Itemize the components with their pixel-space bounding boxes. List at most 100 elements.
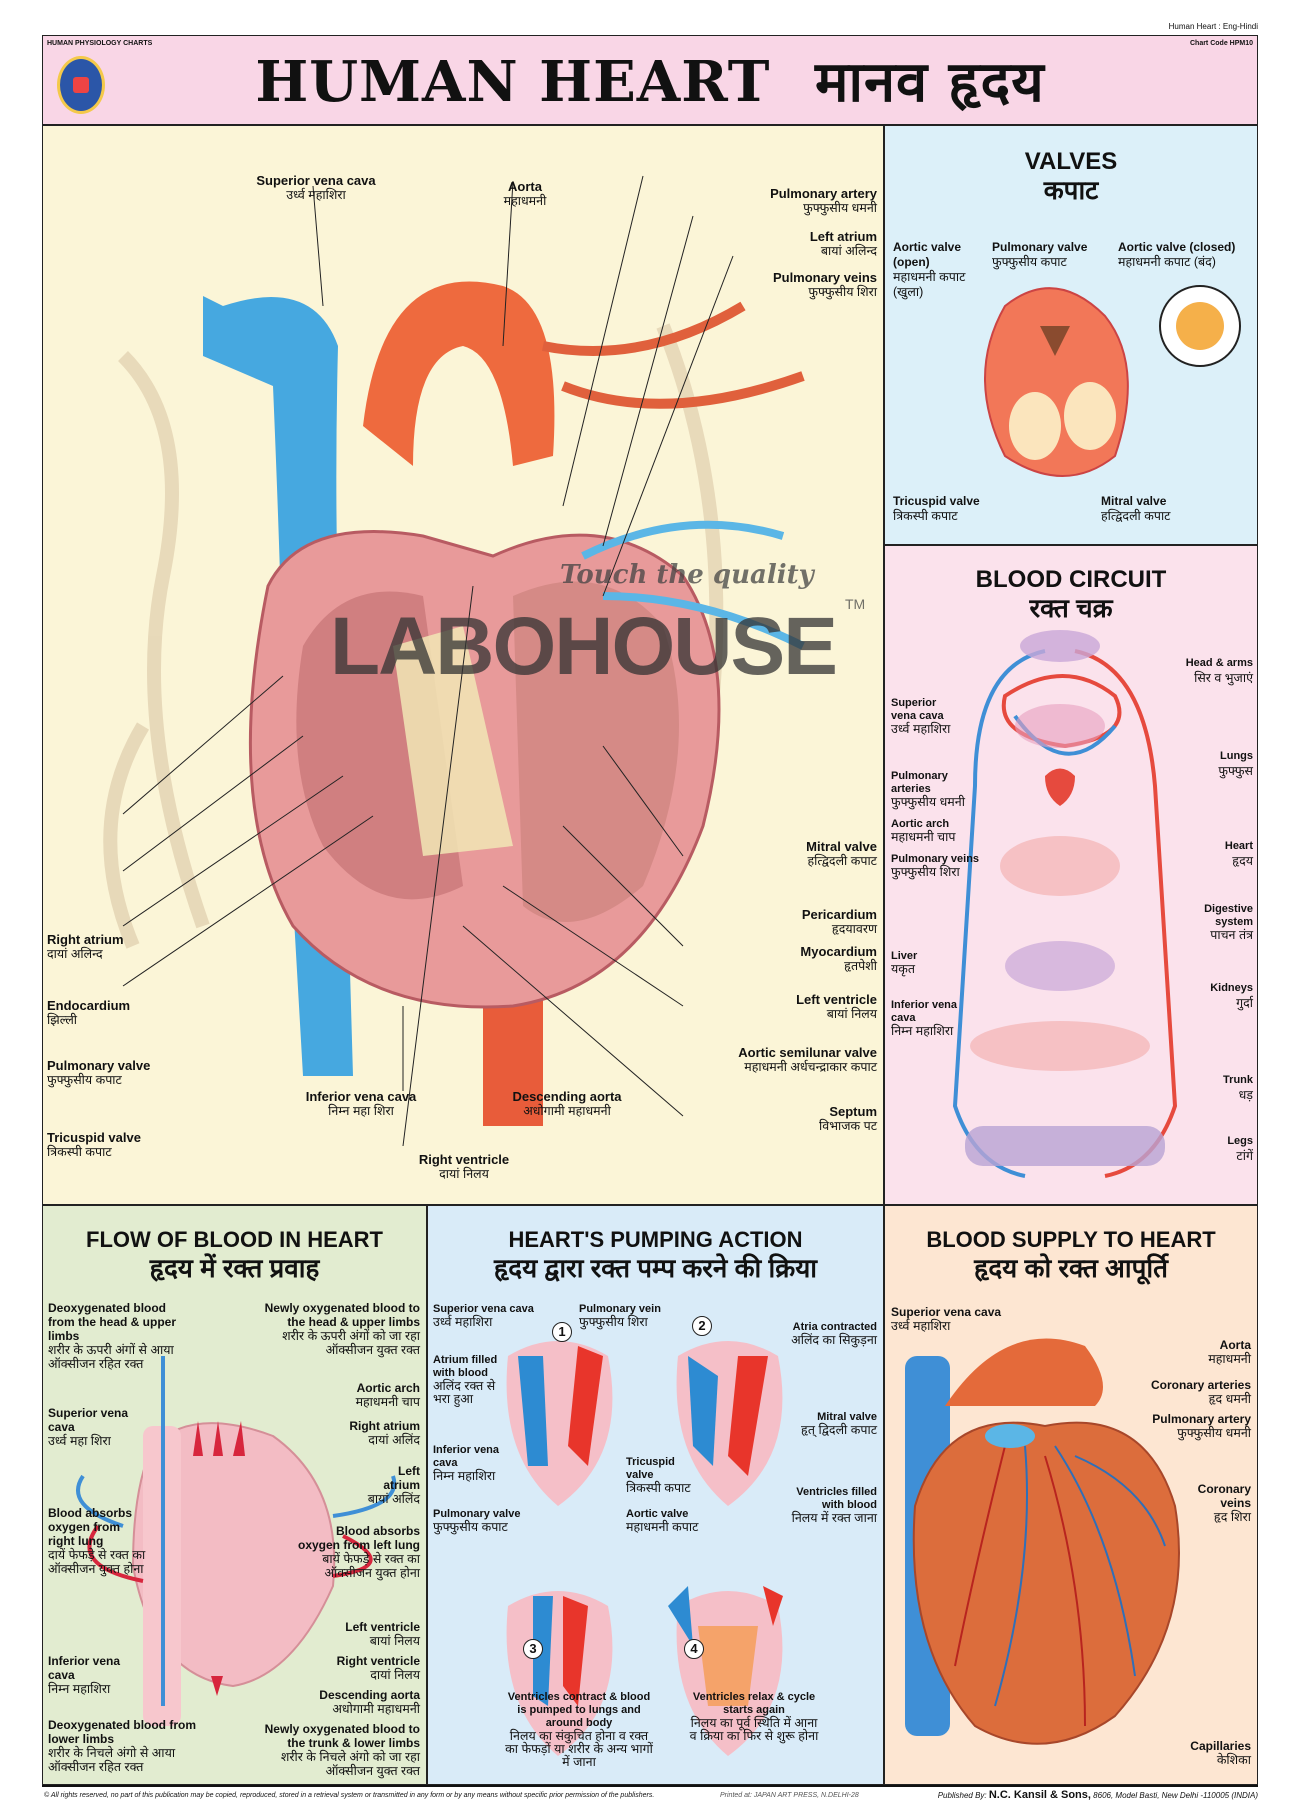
- supply-illustration: [905, 1338, 1180, 1745]
- label-english: Superior vena cava: [256, 173, 376, 188]
- label-english: Aorta: [1219, 1338, 1251, 1352]
- flow-illustration: [76, 1356, 397, 1726]
- label-hindi: दायें फेफड़े से रक्त का ऑक्सीजन युक्त हो…: [48, 1548, 146, 1576]
- label-english: Newly oxygenated blood to the head & upp…: [264, 1301, 420, 1329]
- watermark-brand: LABOHOUSE: [330, 601, 838, 692]
- label-hindi: रक्त चक्र: [1029, 593, 1113, 623]
- label-hindi: हत्द्विदली कपाट: [1101, 509, 1171, 523]
- label-english: Coronary veins: [1197, 1482, 1251, 1510]
- label-english: Pulmonary valve: [433, 1508, 521, 1520]
- label-hindi: महाधमनी कपाट (खुला): [893, 270, 966, 299]
- step-number: 3: [523, 1639, 543, 1659]
- publisher-info: Published By: N.C. Kansil & Sons, 8606, …: [937, 1789, 1258, 1801]
- label-hindi: फुफ्फुसीय धमनी: [891, 795, 965, 809]
- label-hindi: शरीर के निचले अंगो से आया ऑक्सीजन रहित र…: [48, 1746, 176, 1774]
- label-hindi: सिर व भुजाएं: [1194, 671, 1253, 685]
- label-english: Left atrium: [809, 229, 877, 244]
- label-hindi: हृदय द्वारा रक्त पम्प करने की क्रिया: [493, 1253, 818, 1283]
- label-english: Head & arms: [1185, 657, 1253, 669]
- label-hindi: फुफ्फुसीय शिरा: [891, 865, 960, 879]
- aorta-shape: [363, 281, 555, 466]
- label-hindi: निम्न महाशिरा: [48, 1682, 111, 1696]
- label-english: Left ventricle: [796, 992, 877, 1007]
- label-english: Inferior vena cava: [433, 1444, 500, 1469]
- label-hindi: दायां अलिंद: [368, 1433, 420, 1447]
- label-english: Inferior vena cava: [305, 1089, 417, 1104]
- label-english: Pulmonary vein: [579, 1303, 661, 1315]
- label-hindi: शरीर के ऊपरी अंगों से आया ऑक्सीजन रहित र…: [48, 1343, 174, 1371]
- label-english: Pulmonary artery: [1152, 1412, 1251, 1426]
- label-hindi: शरीर के ऊपरी अंगों को जा रहा ऑक्सीजन युक…: [282, 1329, 420, 1357]
- label-english: FLOW OF BLOOD IN HEART: [86, 1227, 383, 1252]
- label-hindi: हृद शिरा: [1213, 1510, 1251, 1524]
- label-english: VALVES: [1024, 148, 1118, 175]
- label-hindi: शरीर के निचले अंगो को जा रहा ऑक्सीजन युक…: [280, 1750, 420, 1778]
- watermark-tm: TM: [845, 596, 866, 612]
- valve-tendons-shape: [393, 626, 513, 856]
- left-chamber-shape: [513, 581, 679, 922]
- label-english: Mitral valve: [817, 1411, 877, 1423]
- label-english: Right ventricle: [418, 1152, 510, 1167]
- label-english: BLOOD CIRCUIT: [975, 566, 1167, 593]
- label-english: Kidneys: [1210, 982, 1253, 994]
- label-english: Pulmonary arteries: [891, 770, 948, 795]
- label-english: Right atrium: [47, 932, 124, 947]
- label-hindi: टांगें: [1236, 1149, 1253, 1163]
- label-english: HEART'S PUMPING ACTION: [508, 1227, 803, 1252]
- label-hindi: महाधमनी अर्धचन्द्राकार कपाट: [744, 1060, 877, 1074]
- label-hindi: फुफ्फुसीय कपाट: [992, 255, 1067, 269]
- label-english: Blood absorbs oxygen from right lung: [48, 1506, 133, 1548]
- label-english: Left ventricle: [345, 1620, 420, 1634]
- valves-illustration: [984, 285, 1241, 477]
- publisher-logo: [57, 56, 105, 114]
- label-hindi: बायां अलिन्द: [820, 244, 877, 258]
- label-english: Pulmonary veins: [891, 853, 980, 865]
- label-hindi: हृत् द्विदली कपाट: [801, 1423, 877, 1437]
- label-english: Coronary arteries: [1150, 1378, 1251, 1392]
- label-english: Inferior vena cava: [891, 999, 958, 1024]
- label-english: Ventricles contract & blood is pumped to…: [507, 1691, 651, 1729]
- label-hindi: उर्ध्व महाशिरा: [286, 188, 346, 202]
- label-hindi: अधोगामी महाधमनी: [523, 1104, 611, 1118]
- label-english: Liver: [891, 950, 918, 962]
- label-english: Right ventricle: [336, 1654, 420, 1668]
- label-english: Aortic valve: [626, 1508, 689, 1520]
- label-english: Aorta: [508, 179, 542, 194]
- label-hindi: दायां निलय: [370, 1668, 420, 1682]
- label-english: Aortic arch: [891, 818, 950, 830]
- label-hindi: हृदय को रक्त आपूर्ति: [974, 1253, 1168, 1283]
